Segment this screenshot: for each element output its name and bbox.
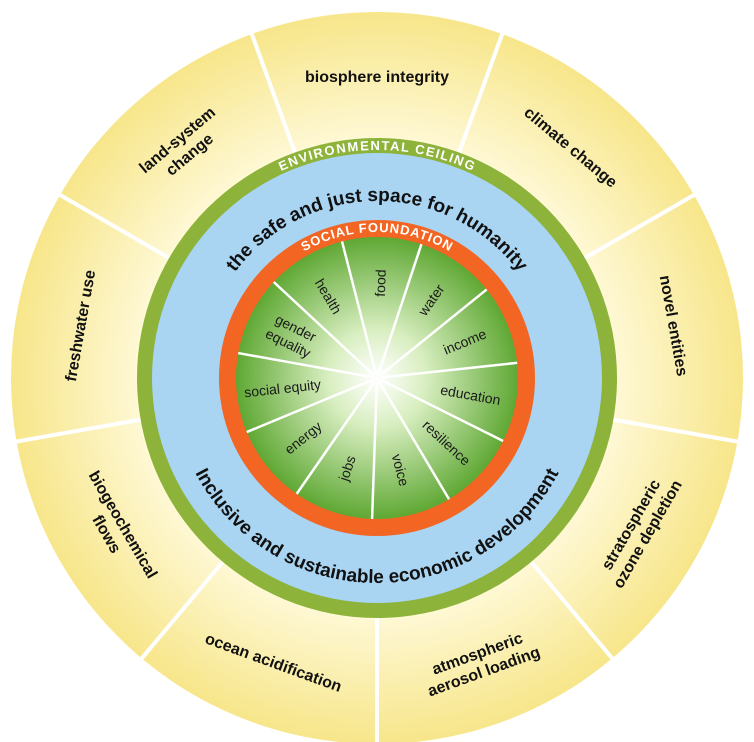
ceiling-divider xyxy=(247,27,297,154)
ceiling-dividers xyxy=(10,27,744,742)
ceiling-divider xyxy=(457,27,507,154)
ceiling-divider xyxy=(53,190,171,260)
social-divider xyxy=(295,380,376,495)
social-divider xyxy=(380,361,518,379)
ceiling-divider xyxy=(613,417,744,445)
ceiling-item-biosphere-integrity: biosphere integrity xyxy=(305,69,449,86)
social-divider xyxy=(370,381,379,519)
social-divider xyxy=(377,243,423,375)
social-dividers xyxy=(237,241,518,519)
social-item-jobs: jobs xyxy=(335,453,359,483)
social-divider xyxy=(246,378,374,434)
social-item-line: jobs xyxy=(335,453,359,483)
social-item-line: voice xyxy=(389,452,413,488)
ceiling-divider xyxy=(136,560,225,665)
social-item-voice: voice xyxy=(389,452,413,488)
social-divider xyxy=(237,351,374,379)
social-item-food: food xyxy=(372,269,389,297)
social-divider xyxy=(379,288,488,377)
social-divider xyxy=(272,281,375,377)
social-item-line: food xyxy=(372,269,389,297)
ceiling-divider xyxy=(583,190,701,260)
social-foundation-inner xyxy=(236,237,518,519)
social-divider xyxy=(340,241,378,375)
ceiling-item-line: biosphere integrity xyxy=(305,69,449,86)
ceiling-divider xyxy=(10,417,141,445)
social-divider xyxy=(377,380,451,500)
ceiling-divider xyxy=(529,560,618,665)
social-divider xyxy=(380,378,504,443)
